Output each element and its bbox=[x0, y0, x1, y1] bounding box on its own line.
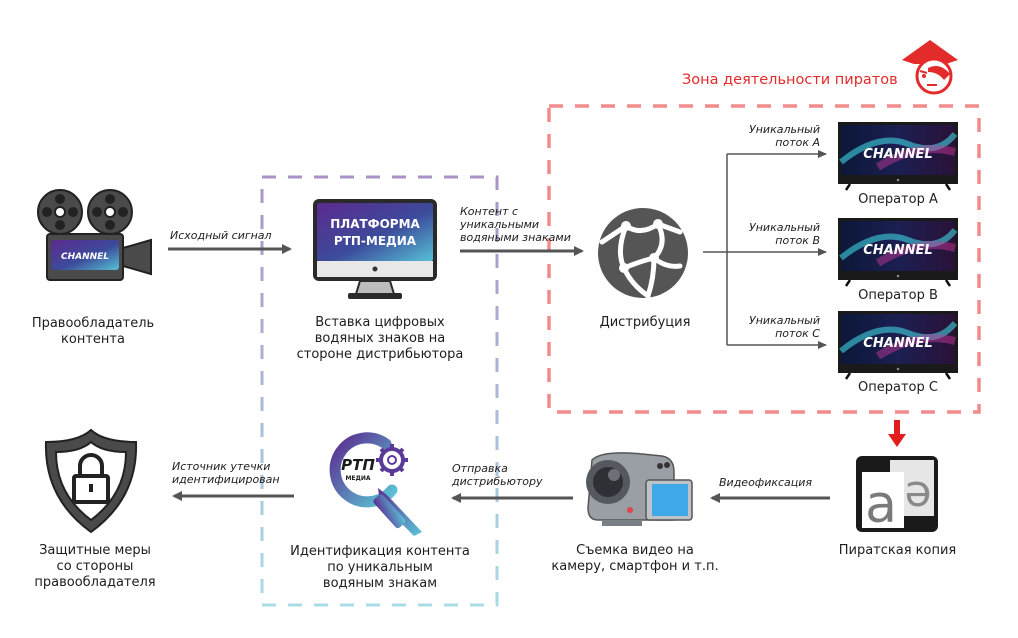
copy-glyph-mirrored: ə bbox=[904, 466, 931, 517]
magnifier-logo-text: РТП bbox=[341, 456, 375, 474]
platform-label: Вставка цифровых водяных знаков на сторо… bbox=[296, 315, 464, 362]
leak-arrow-icon bbox=[888, 420, 906, 447]
tv-screen-text: CHANNEL bbox=[863, 147, 932, 162]
monitor-icon: ПЛАТФОРМА РТП-МЕДИА bbox=[313, 199, 437, 299]
magnifier-gear-icon: РТП МЕДИА bbox=[329, 432, 422, 536]
distribution-label: Дистрибуция bbox=[599, 315, 691, 330]
edge-label-stream-c: Уникальный поток C bbox=[749, 314, 820, 340]
camcorder-icon bbox=[586, 452, 693, 526]
shield-lock-icon bbox=[44, 428, 138, 534]
identification-label: Идентификация контента по уникальным вод… bbox=[290, 544, 470, 591]
tv-screen-text: CHANNEL bbox=[863, 336, 932, 351]
copy-glyph-original: a bbox=[865, 475, 897, 535]
edge-label-leak-identified: Источник утечки идентифицирован bbox=[172, 460, 280, 486]
operator-a-label: Оператор А bbox=[858, 192, 938, 207]
tv-icon: CHANNEL bbox=[838, 218, 958, 287]
pirate-zone-title: Зона деятельности пиратов bbox=[682, 72, 898, 88]
pirate-icon bbox=[902, 40, 958, 95]
operator-c-label: Оператор C bbox=[858, 380, 938, 395]
edge-label-watermarked-content: Контент с уникальными водяными знаками bbox=[460, 205, 571, 244]
edge-label-stream-b: Уникальный поток B bbox=[749, 221, 820, 247]
edge-label-stream-a: Уникальный поток А bbox=[749, 123, 820, 149]
recording-label: Съемка видео на камеру, смартфон и т.п. bbox=[551, 543, 719, 574]
edge-label-video-capture: Видеофиксация bbox=[719, 476, 813, 489]
protection-label: Защитные меры со стороны правообладателя bbox=[34, 543, 156, 590]
pirate-copy-label: Пиратская копия bbox=[838, 543, 957, 558]
magnifier-logo-sub: МЕДИА bbox=[345, 475, 370, 482]
platform-screen-line2: РТП-МЕДИА bbox=[334, 234, 417, 248]
tv-icon: CHANNEL bbox=[838, 122, 958, 191]
film-camera-icon: CHANNEL bbox=[37, 189, 152, 281]
edge-label-source-signal: Исходный сигнал bbox=[170, 229, 272, 242]
operator-b-label: Оператор B bbox=[858, 288, 938, 303]
copy-document-icon: a ə bbox=[856, 456, 938, 535]
camera-screen-text: CHANNEL bbox=[61, 252, 109, 262]
edge-label-send-to-distributor: Отправка дистрибьютору bbox=[452, 462, 543, 488]
rightsholder-label: Правообладатель контента bbox=[31, 316, 155, 347]
tv-icon: CHANNEL bbox=[838, 311, 958, 380]
tv-screen-text: CHANNEL bbox=[863, 243, 932, 258]
globe-network-icon bbox=[598, 208, 688, 299]
platform-screen-line1: ПЛАТФОРМА bbox=[330, 217, 420, 231]
